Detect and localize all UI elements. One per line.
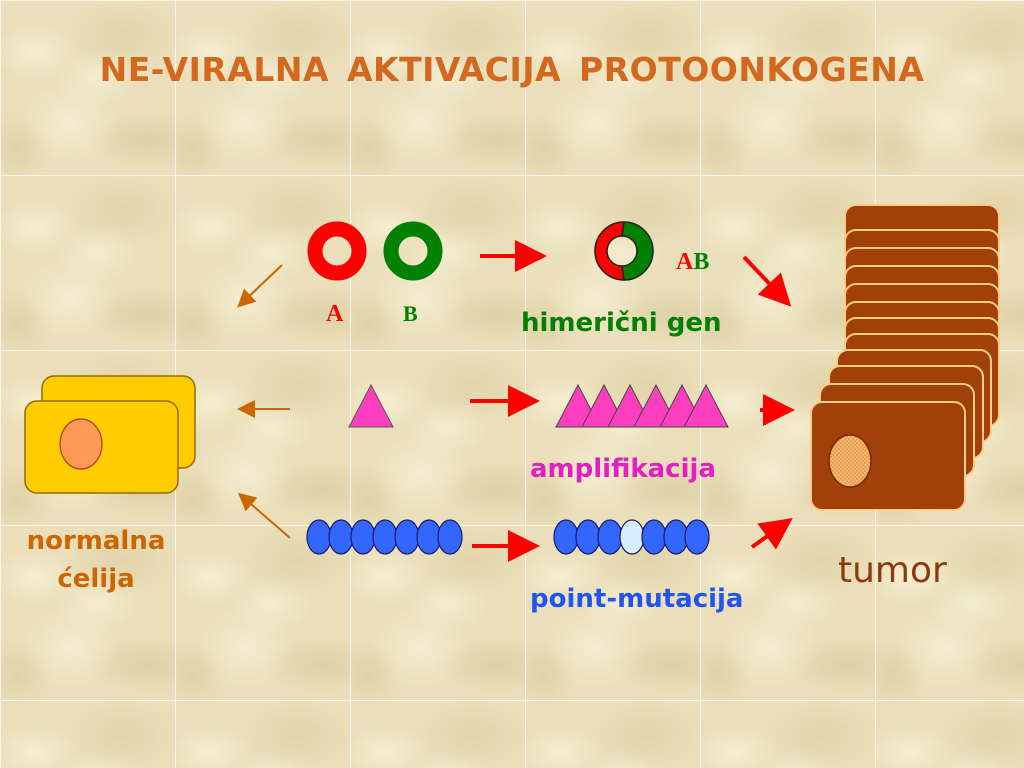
gene-b-ring-icon	[383, 221, 443, 281]
page-title: NE-VIRALNA AKTIVACIJA PROTOONKOGENA	[99, 50, 925, 89]
gene-beads-icon	[306, 519, 463, 555]
amplification-label: amplifikacija	[530, 454, 716, 484]
chimeric-a-letter: A	[676, 249, 694, 275]
normal-cell-label-line1: normalna	[26, 526, 166, 556]
mutated-bead-icon	[619, 519, 645, 555]
arrow-mutated-to-tumor	[750, 518, 793, 550]
chimeric-gene-label: himerični gen	[521, 308, 722, 338]
gene-triangle-icon	[348, 383, 394, 428]
chimeric-b-letter: B	[693, 249, 710, 275]
chimeric-ring-icon	[594, 221, 654, 281]
chimeric-ab-label: AB	[676, 249, 709, 276]
nucleus-icon	[59, 418, 103, 470]
normal-cell-label: normalna ćelija	[20, 522, 172, 598]
tumor-label: tumor	[838, 550, 947, 591]
arrow-chimeric-to-tumor	[742, 255, 792, 307]
arrow-rings-to-cell	[237, 264, 283, 308]
tumor-nucleus-icon	[828, 434, 872, 488]
amplified-triangles-icon	[555, 383, 729, 428]
gene-a-label: A	[326, 301, 344, 327]
gene-a-ring-icon	[307, 221, 367, 281]
gene-b-label: B	[403, 301, 418, 326]
mutated-beads-icon	[553, 519, 710, 555]
tumor-cell-stack-icon	[810, 204, 1000, 511]
normal-cell-icon	[24, 375, 196, 494]
arrow-beads-to-cell	[237, 492, 291, 539]
point-mutation-label: point-mutacija	[530, 584, 744, 614]
normal-cell-label-line2: ćelija	[57, 564, 135, 594]
